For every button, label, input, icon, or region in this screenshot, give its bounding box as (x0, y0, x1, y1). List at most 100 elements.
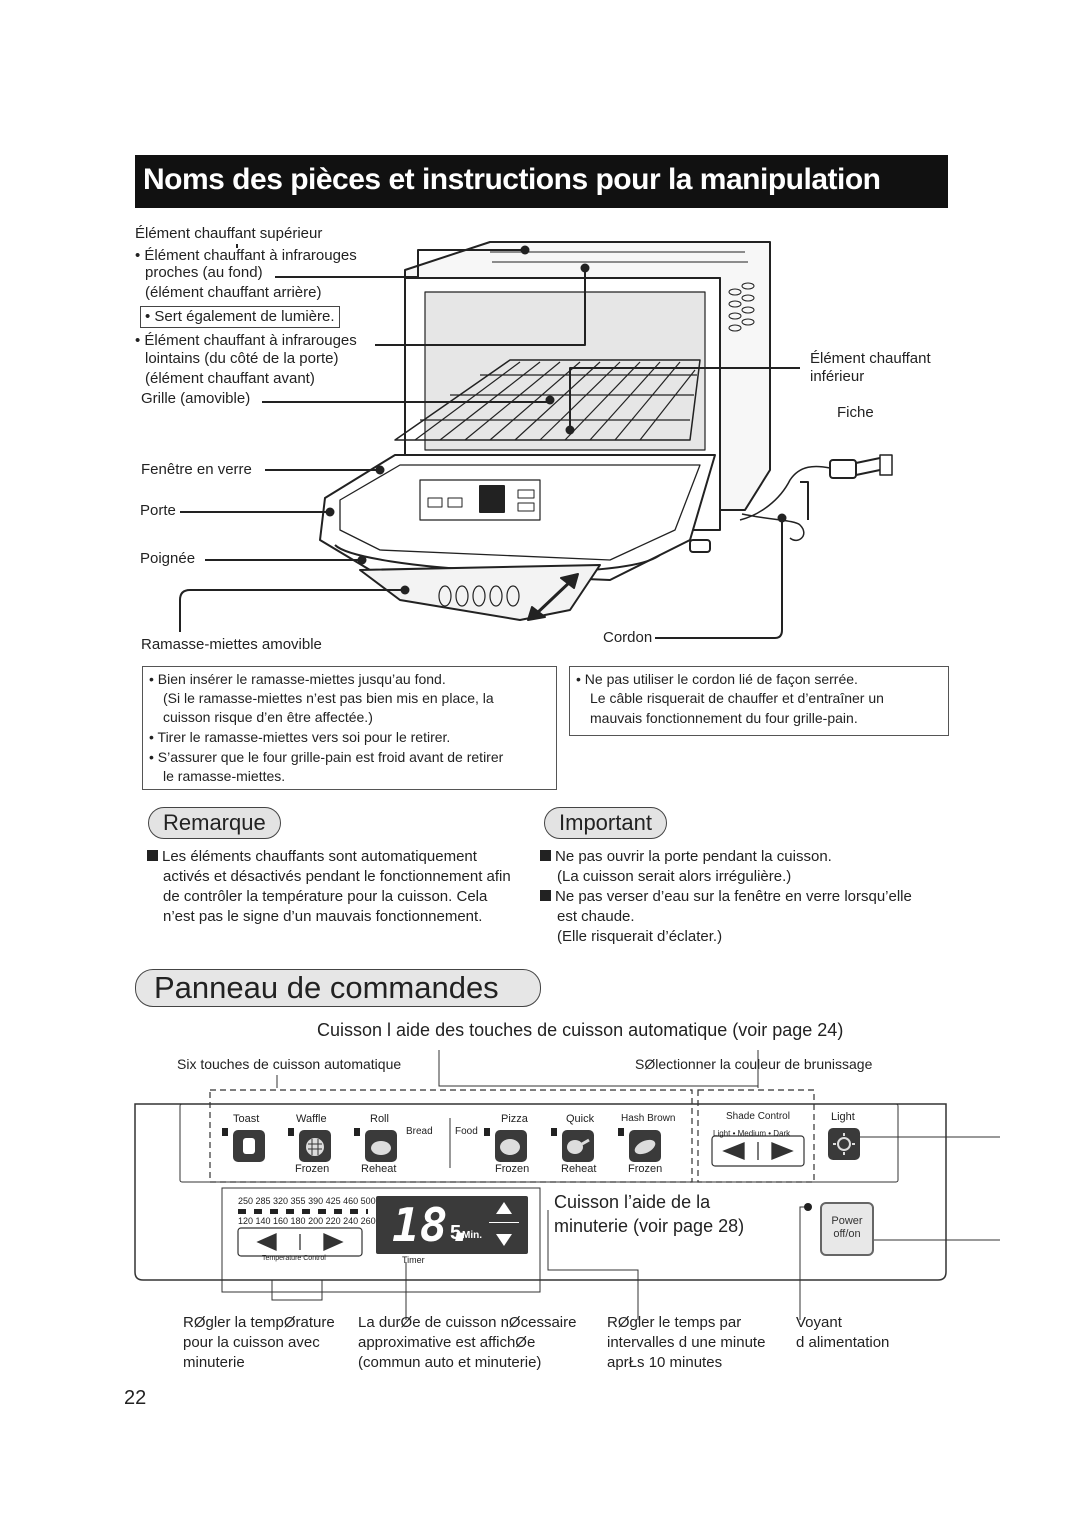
timer-cook-caption-1: Cuisson l’aide de la (554, 1192, 711, 1212)
label-far-ir-2: lointains (du côté de la porte) (145, 350, 339, 367)
crumb-note-line: le ramasse-miettes. (163, 768, 286, 784)
key-sublabel-reheat: Reheat (361, 1163, 397, 1175)
caption-temp-line: pour la cuisson avec (183, 1334, 320, 1351)
key-sublabel-frozen: Frozen (495, 1163, 530, 1175)
waffle-button[interactable] (299, 1130, 331, 1162)
temperature-control-label: Temperature Control (262, 1255, 326, 1262)
remarque-line: Les éléments chauffants sont automatique… (147, 847, 477, 867)
waffle-icon (306, 1138, 324, 1156)
caption-time-line: (commun auto et minuterie) (358, 1354, 542, 1371)
important-line: est chaude. (557, 908, 635, 925)
label-light-note: • Sert également de lumière. (140, 306, 340, 328)
key-label-quick: Quick (566, 1113, 595, 1125)
control-panel-heading: Panneau de commandes (154, 970, 499, 1005)
label-door: Porte (140, 502, 176, 519)
timer-up-button[interactable] (496, 1202, 512, 1214)
hash-brown-icon (634, 1139, 656, 1155)
crumb-note-line: (Si le ramasse-miettes n’est pas bien mi… (163, 690, 494, 706)
control-panel-drawing (134, 1050, 1000, 1320)
caption-temp-line: minuterie (183, 1354, 245, 1371)
key-sublabel-reheat: Reheat (561, 1163, 597, 1175)
important-line: Ne pas ouvrir la porte pendant la cuisso… (540, 847, 832, 867)
toaster-oven-diagram (179, 241, 893, 639)
caption-step-line: intervalles d une minute (607, 1334, 766, 1351)
timer-down-button[interactable] (496, 1234, 512, 1246)
display-digits: 18. (392, 1198, 476, 1252)
bread-slice-icon (243, 1138, 255, 1154)
power-button[interactable]: Power off/on (820, 1202, 874, 1256)
label-far-ir-3: (élément chauffant avant) (145, 370, 315, 387)
key-sublabel-frozen: Frozen (295, 1163, 330, 1175)
timer-cook-caption-2: minuterie (voir page 28) (554, 1216, 745, 1236)
label-plug: Fiche (837, 404, 874, 421)
key-label-pizza: Pizza (501, 1113, 528, 1125)
power-off-on-label: off/on (833, 1228, 861, 1240)
label-crumb-tray: Ramasse-miettes amovible (141, 636, 322, 653)
crumb-tray-note-box: • Bien insérer le ramasse-miettes jusqu’… (142, 666, 557, 790)
indicator-mark (354, 1128, 360, 1136)
caption-temp-line: RØgler la tempØrature (183, 1314, 335, 1331)
temp-indicator-strip (238, 1209, 368, 1214)
caption-power-line: d alimentation (796, 1334, 890, 1351)
indicator-mark (222, 1128, 228, 1136)
crumb-note-line: • Tirer le ramasse-miettes vers soi pour… (149, 729, 451, 745)
shade-control-button[interactable] (712, 1136, 804, 1166)
section-title-bar: Noms des pièces et instructions pour la … (135, 155, 948, 208)
cord-note-line: • Ne pas utiliser le cordon lié de façon… (576, 671, 858, 687)
indicator-mark (551, 1128, 557, 1136)
light-label: Light (831, 1111, 855, 1123)
display-min-label: Min. (462, 1230, 482, 1241)
label-near-ir-3: (élément chauffant arrière) (145, 284, 322, 301)
drumstick-icon (567, 1138, 590, 1154)
caption-power-line: Voyant (796, 1314, 842, 1331)
cord-note-line: Le câble risquerait de chauffer et d’ent… (590, 690, 884, 706)
label-near-ir-1: • Élément chauffant à infrarouges (135, 247, 357, 264)
key-label-hash-brown: Hash Brown (621, 1113, 676, 1124)
caption-step-line: RØgler le temps par (607, 1314, 742, 1331)
shade-control-label: Shade Control (726, 1111, 790, 1122)
temperature-control-button[interactable] (238, 1228, 362, 1256)
remarque-line: activés et désactivés pendant le fonctio… (163, 868, 511, 885)
crumb-note-line: cuisson risque d’en être affectée.) (163, 709, 373, 725)
croissant-icon (371, 1141, 391, 1155)
indicator-mark (484, 1128, 490, 1136)
power-label: Power (831, 1215, 863, 1227)
food-label: Food (455, 1126, 478, 1137)
select-shade-caption: SØlectionner la couleur de brunissage (635, 1056, 873, 1072)
light-bulb-icon (833, 1133, 855, 1155)
page-number: 22 (124, 1387, 147, 1409)
label-cord: Cordon (603, 629, 653, 646)
timer-display: 18. 5 Min. (376, 1196, 528, 1254)
caption-time-line: La durØe de cuisson nØcessaire (358, 1314, 577, 1331)
key-label-toast: Toast (233, 1113, 260, 1125)
label-handle: Poignée (140, 550, 196, 567)
toast-button[interactable] (233, 1130, 265, 1162)
crumb-note-line: • Bien insérer le ramasse-miettes jusqu’… (149, 671, 446, 687)
indicator-mark (288, 1128, 294, 1136)
timer-divider (489, 1222, 519, 1223)
roll-button[interactable] (365, 1130, 397, 1162)
important-line: (Elle risquerait d’éclater.) (557, 928, 723, 945)
key-label-roll: Roll (370, 1113, 389, 1125)
six-keys-caption: Six touches de cuisson automatique (177, 1056, 402, 1072)
pizza-button[interactable] (495, 1130, 527, 1162)
remarque-heading: Remarque (148, 807, 281, 839)
key-sublabel-frozen: Frozen (628, 1163, 663, 1175)
quick-button[interactable] (562, 1130, 594, 1162)
auto-cook-caption: Cuisson l aide des touches de cuisson au… (317, 1020, 844, 1040)
light-button[interactable] (828, 1128, 860, 1160)
important-line: Ne pas verser d’eau sur la fenêtre en ve… (540, 887, 912, 907)
key-label-waffle: Waffle (296, 1113, 327, 1125)
label-upper-heater: Élément chauffant supérieur (135, 225, 323, 242)
control-panel-heading-box: Panneau de commandes (135, 969, 541, 1007)
hash-brown-button[interactable] (629, 1130, 661, 1162)
remarque-line: de contrôler la température pour la cuis… (163, 888, 488, 905)
cord-note-box: • Ne pas utiliser le cordon lié de façon… (569, 666, 949, 736)
label-far-ir-1: • Élément chauffant à infrarouges (135, 332, 357, 349)
remarque-line: n’est pas le signe d’un mauvais fonction… (163, 908, 483, 925)
pizza-icon (500, 1139, 520, 1155)
crumb-note-line: • S’assurer que le four grille-pain est … (149, 749, 504, 765)
caption-step-line: aprŁs 10 minutes (607, 1354, 723, 1371)
cord-note-line: mauvais fonctionnement du four grille-pa… (590, 710, 858, 726)
label-lower-heater-2: inférieur (810, 368, 865, 385)
